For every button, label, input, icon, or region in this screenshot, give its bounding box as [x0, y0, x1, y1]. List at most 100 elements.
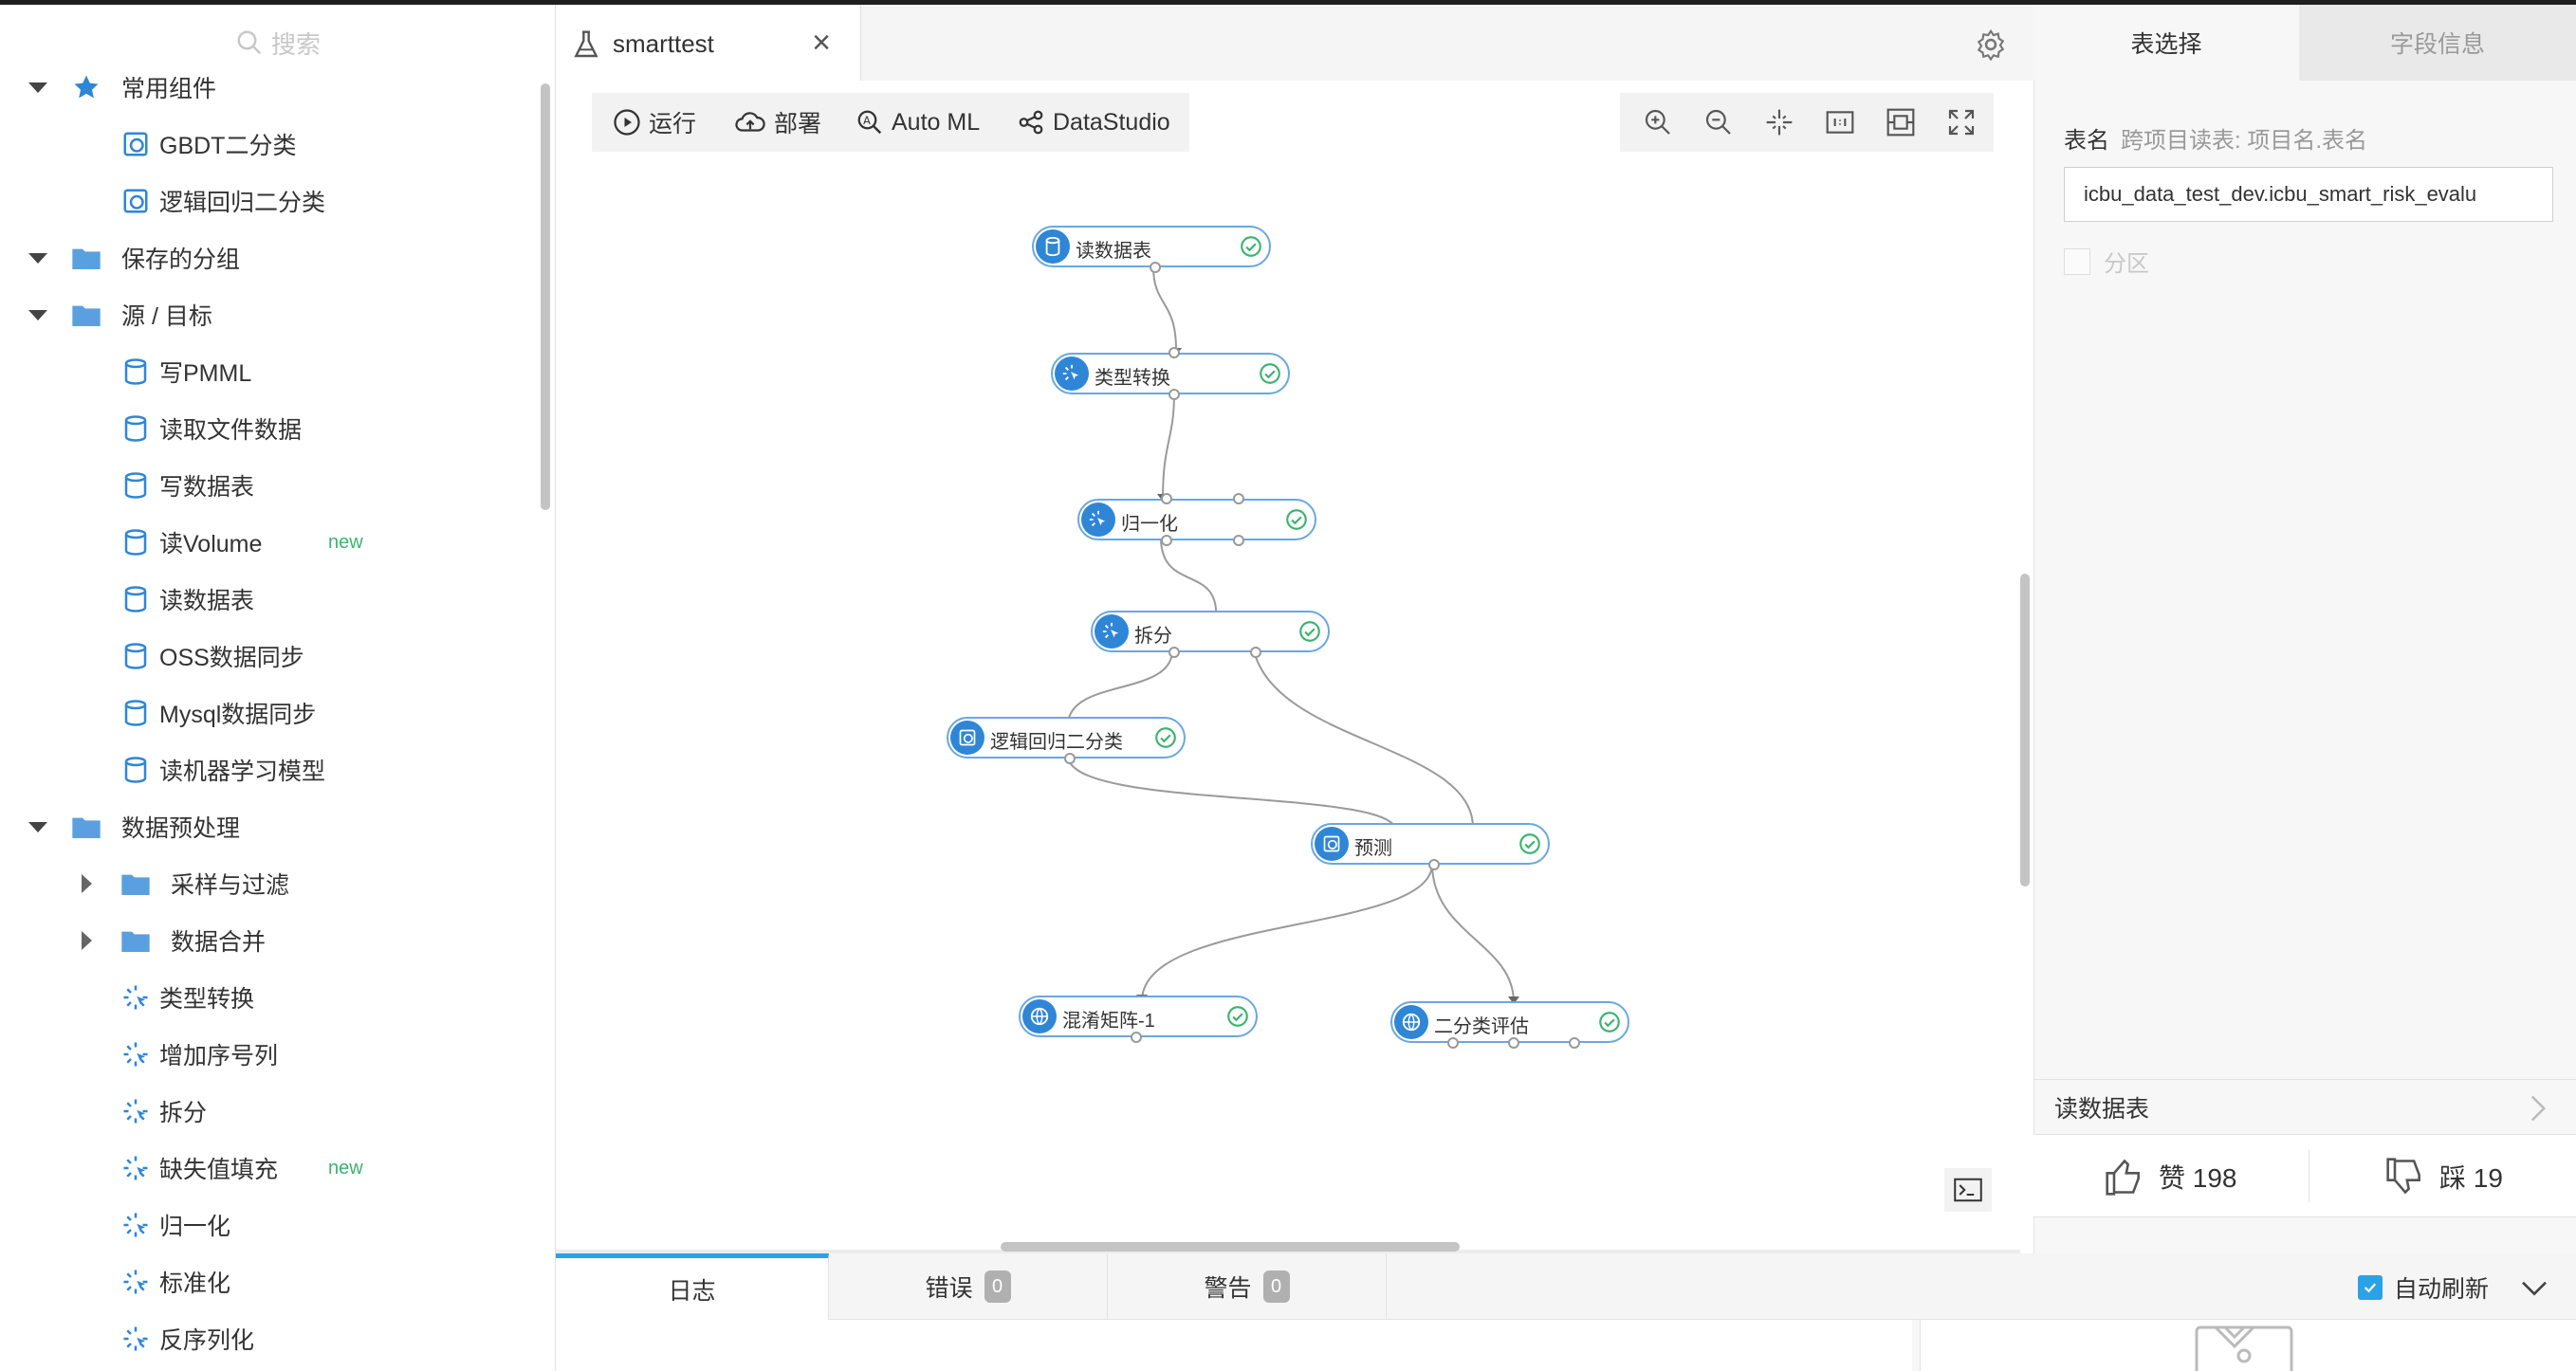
tree-group-source[interactable]: 源 / 目标 [0, 286, 531, 343]
tree-item-standardize[interactable]: 标准化 [0, 1253, 531, 1310]
tree-label: 读数据表 [159, 588, 255, 614]
auto-refresh-toggle[interactable]: 自动刷新 [2358, 1270, 2489, 1305]
input-port[interactable] [1233, 493, 1244, 504]
chevron-down-icon[interactable] [2519, 1274, 2549, 1301]
tree-label: 读机器学习模型 [159, 759, 326, 785]
close-icon[interactable]: × [812, 24, 831, 61]
tree-label: 读Volume [159, 531, 263, 558]
tree-item-normalize[interactable]: 归一化 [0, 1197, 531, 1253]
output-port[interactable] [1168, 389, 1180, 400]
partition-option[interactable]: 分区 [2064, 245, 2149, 278]
gear-icon[interactable] [1975, 28, 2007, 61]
output-port[interactable] [1508, 1037, 1519, 1049]
tree-group-sample-filter[interactable]: 采样与过滤 [0, 855, 531, 912]
node-binary-evaluation[interactable]: 二分类评估 [1390, 1001, 1629, 1049]
node-normalize[interactable]: 归一化 [1077, 493, 1316, 546]
automl-button[interactable]: A Auto ML [856, 93, 980, 152]
caret-down-icon[interactable] [28, 252, 47, 264]
caret-right-icon[interactable] [82, 931, 92, 950]
tree-item-missing-fill[interactable]: 缺失值填充 new [0, 1140, 531, 1197]
tree-group-preprocess[interactable]: 数据预处理 [0, 798, 531, 855]
tab-label: 表选择 [2130, 31, 2202, 58]
tab-field-info[interactable]: 字段信息 [2299, 5, 2576, 81]
node-label: 拆分 [1134, 626, 1172, 647]
folder-icon [120, 868, 152, 900]
check-circle-icon [1599, 1012, 1620, 1033]
like-button[interactable]: 赞 198 [2104, 1135, 2237, 1218]
workflow-canvas[interactable] [556, 81, 2033, 1256]
zoom-out-icon[interactable] [1703, 107, 1734, 137]
canvas-vertical-scrollbar[interactable] [2020, 574, 2030, 887]
fit-center-icon[interactable] [1764, 107, 1794, 137]
output-port[interactable] [1131, 1032, 1142, 1043]
tree-item-gbdt[interactable]: GBDT二分类 [0, 116, 531, 173]
table-name-input[interactable]: icbu_data_test_dev.icbu_smart_risk_evalu [2064, 167, 2553, 222]
node-confusion-matrix[interactable]: 混淆矩阵-1 [1019, 996, 1258, 1043]
input-port[interactable] [1161, 493, 1172, 504]
dislike-button[interactable]: 踩 19 [2384, 1135, 2503, 1218]
tree-group-saved[interactable]: 保存的分组 [0, 229, 531, 286]
tab-smarttest[interactable]: smarttest × [556, 5, 861, 81]
tab-warnings[interactable]: 警告 0 [1108, 1253, 1387, 1320]
tab-table-select[interactable]: 表选择 [2033, 5, 2299, 81]
output-port[interactable] [1428, 859, 1440, 870]
tree-group-data-merge[interactable]: 数据合并 [0, 912, 531, 969]
tree-item-mysql-sync[interactable]: Mysql数据同步 [0, 685, 531, 741]
output-port[interactable] [1150, 262, 1161, 273]
component-info-row[interactable]: 读数据表 [2033, 1079, 2576, 1134]
node-read-table[interactable]: 读数据表 [1032, 226, 1271, 273]
tree-group-common[interactable]: 常用组件 [0, 59, 531, 116]
node-predict[interactable]: 预测 [1311, 823, 1550, 870]
output-port[interactable] [1233, 535, 1244, 546]
input-port[interactable] [1168, 347, 1180, 358]
tab-log[interactable]: 日志 [556, 1253, 829, 1320]
component-search[interactable]: 搜索 [0, 5, 555, 81]
transform-icon [120, 1323, 152, 1355]
output-port[interactable] [1569, 1037, 1580, 1049]
node-label: 逻辑回归二分类 [990, 732, 1123, 753]
tree-item-read-volume[interactable]: 读Volume new [0, 514, 531, 571]
tab-label: 错误 [925, 1275, 973, 1302]
tree-item-write-table[interactable]: 写数据表 [0, 457, 531, 514]
actual-size-icon[interactable] [1825, 107, 1855, 137]
caret-down-icon[interactable] [28, 82, 47, 93]
terminal-button[interactable] [1944, 1168, 1992, 1212]
chevron-right-icon [2530, 1095, 2547, 1122]
tree-item-oss-sync[interactable]: OSS数据同步 [0, 628, 531, 685]
star-icon [70, 71, 102, 103]
tree-item-read-model[interactable]: 读机器学习模型 [0, 741, 531, 798]
tab-errors[interactable]: 错误 0 [829, 1253, 1108, 1320]
tree-item-write-pmml[interactable]: 写PMML [0, 343, 531, 400]
zoom-in-icon[interactable] [1643, 107, 1673, 137]
fullscreen-icon[interactable] [1946, 107, 1977, 137]
output-port[interactable] [1064, 753, 1076, 764]
caret-down-icon[interactable] [28, 821, 47, 832]
datastudio-button[interactable]: DataStudio [1017, 93, 1170, 152]
caret-down-icon[interactable] [28, 309, 47, 320]
left-panel-scrollbar[interactable] [541, 83, 550, 510]
tree-item-read-table[interactable]: 读数据表 [0, 571, 531, 628]
node-split[interactable]: 拆分 [1091, 611, 1330, 658]
output-port[interactable] [1250, 647, 1261, 658]
deploy-button[interactable]: 部署 [734, 93, 821, 152]
tree-item-read-file[interactable]: 读取文件数据 [0, 400, 531, 457]
checkbox-unchecked[interactable] [2064, 247, 2090, 275]
node-logistic-regression[interactable]: 逻辑回归二分类 [947, 717, 1186, 764]
output-port[interactable] [1161, 535, 1172, 546]
tree-item-logistic[interactable]: 逻辑回归二分类 [0, 173, 531, 229]
checkbox-checked[interactable] [2358, 1275, 2383, 1300]
node-type-convert[interactable]: 类型转换 [1051, 347, 1290, 400]
fit-screen-icon[interactable] [1886, 107, 1916, 137]
folder-open-icon [70, 242, 102, 274]
canvas-horizontal-scrollbar[interactable] [1001, 1242, 1460, 1252]
tree-item-type-convert[interactable]: 类型转换 [0, 969, 531, 1026]
output-port[interactable] [1447, 1037, 1459, 1049]
tree-item-deserialize[interactable]: 反序列化 [0, 1310, 531, 1367]
tree-item-split[interactable]: 拆分 [0, 1083, 531, 1140]
tree-item-add-index[interactable]: 增加序号列 [0, 1026, 531, 1083]
caret-right-icon[interactable] [82, 874, 92, 893]
svg-text:A: A [863, 115, 871, 127]
table-name-label: 表名跨项目读表: 项目名.表名 [2064, 121, 2367, 155]
run-button[interactable]: 运行 [613, 93, 696, 152]
output-port[interactable] [1168, 647, 1180, 658]
